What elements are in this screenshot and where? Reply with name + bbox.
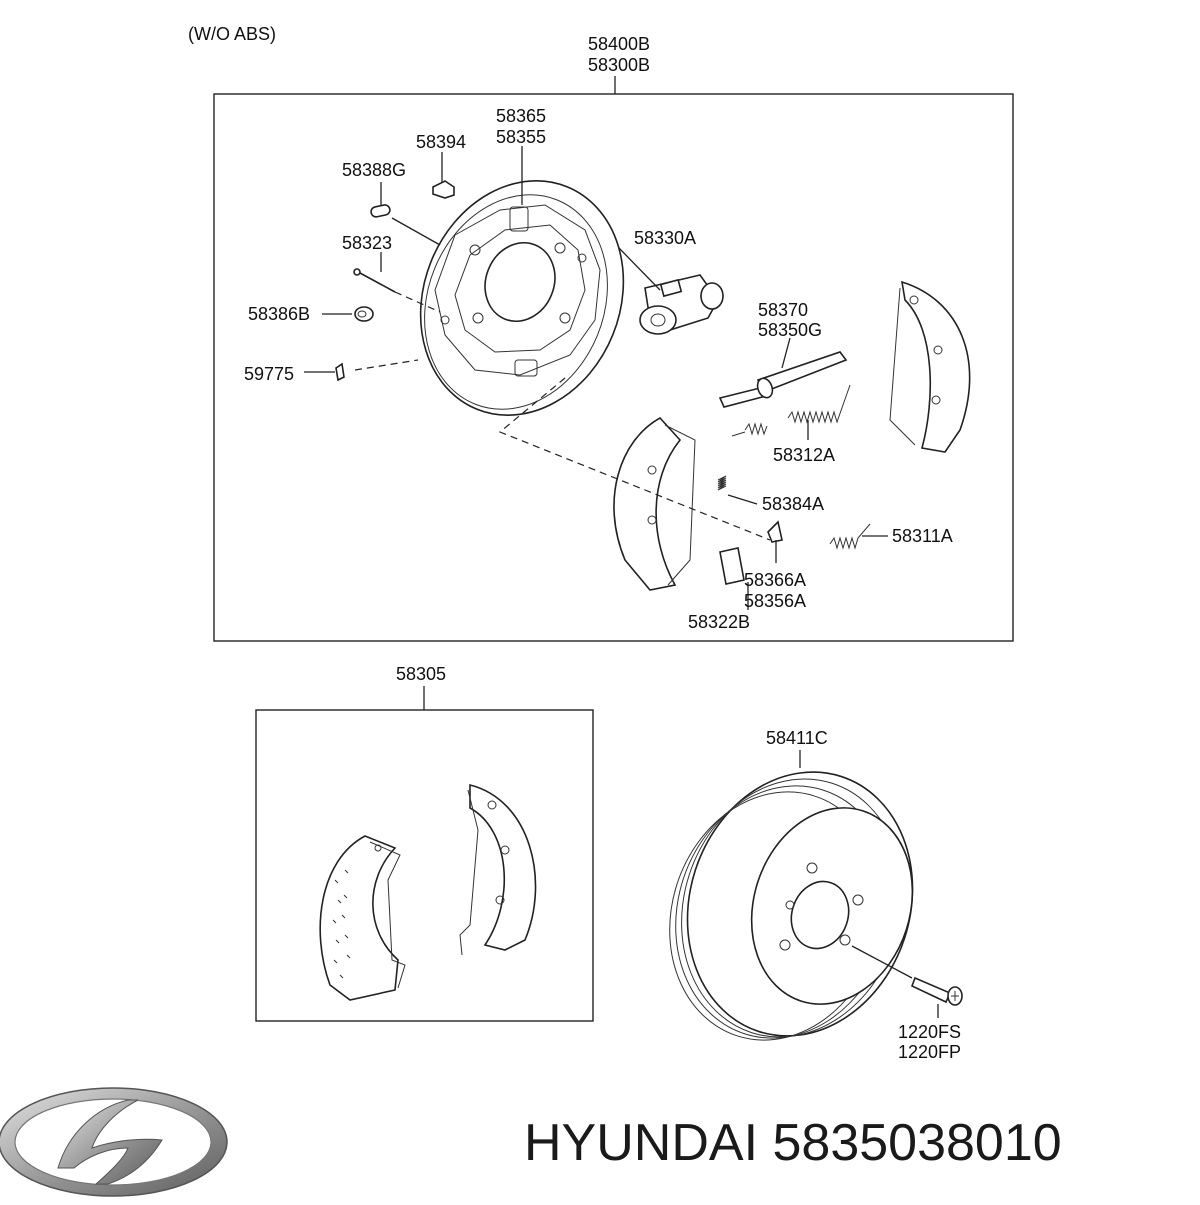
shoe-kit-frame <box>255 709 594 1022</box>
leader-lines <box>304 146 888 610</box>
screw-code-1: 1220FS <box>898 1022 961 1042</box>
callout-58323: 58323 <box>342 233 392 253</box>
fastener-parts <box>335 180 455 382</box>
callout-58384a: 58384A <box>762 494 824 514</box>
callout-58356a: 58356A <box>744 591 806 611</box>
shoe-kit-left-shoe <box>319 835 406 1001</box>
assembly-frame <box>213 93 1014 642</box>
assembly-dashes <box>354 291 771 541</box>
assembly-code-2: 58300B <box>588 55 650 75</box>
callout-58386b: 58386B <box>248 304 310 324</box>
adjuster <box>718 351 848 408</box>
callout-58370: 58370 <box>758 300 808 320</box>
callout-58365: 58365 <box>496 106 546 126</box>
clip-lever <box>719 520 783 585</box>
shoe-kit-right-shoe <box>459 783 537 956</box>
brake-shoe-left <box>613 416 696 591</box>
brake-drum <box>669 771 914 1041</box>
brand-part-number: HYUNDAI 5835038010 <box>524 1114 1062 1172</box>
callout-58322b: 58322B <box>688 612 750 632</box>
drum-code: 58411C <box>766 728 828 748</box>
drum-screw <box>910 976 963 1006</box>
backing-plate <box>419 180 625 416</box>
assembly-code-1: 58400B <box>588 34 650 54</box>
callout-58312a: 58312A <box>773 445 835 465</box>
header-note: (W/O ABS) <box>188 24 276 44</box>
callout-58350g: 58350G <box>758 320 822 340</box>
callout-58355: 58355 <box>496 127 546 147</box>
brake-shoe-right <box>889 280 971 453</box>
callout-58366a: 58366A <box>744 570 806 590</box>
callout-59775: 59775 <box>244 364 294 384</box>
screw-code-2: 1220FP <box>898 1042 961 1062</box>
springs <box>717 384 871 550</box>
shoe-kit-code: 58305 <box>396 664 446 684</box>
callout-58311a: 58311A <box>892 526 953 546</box>
callout-58330a: 58330A <box>634 228 696 248</box>
wheel-cylinder <box>639 274 724 335</box>
callout-58388g: 58388G <box>342 160 406 180</box>
hyundai-logo <box>0 1087 228 1197</box>
callout-58394: 58394 <box>416 132 466 152</box>
